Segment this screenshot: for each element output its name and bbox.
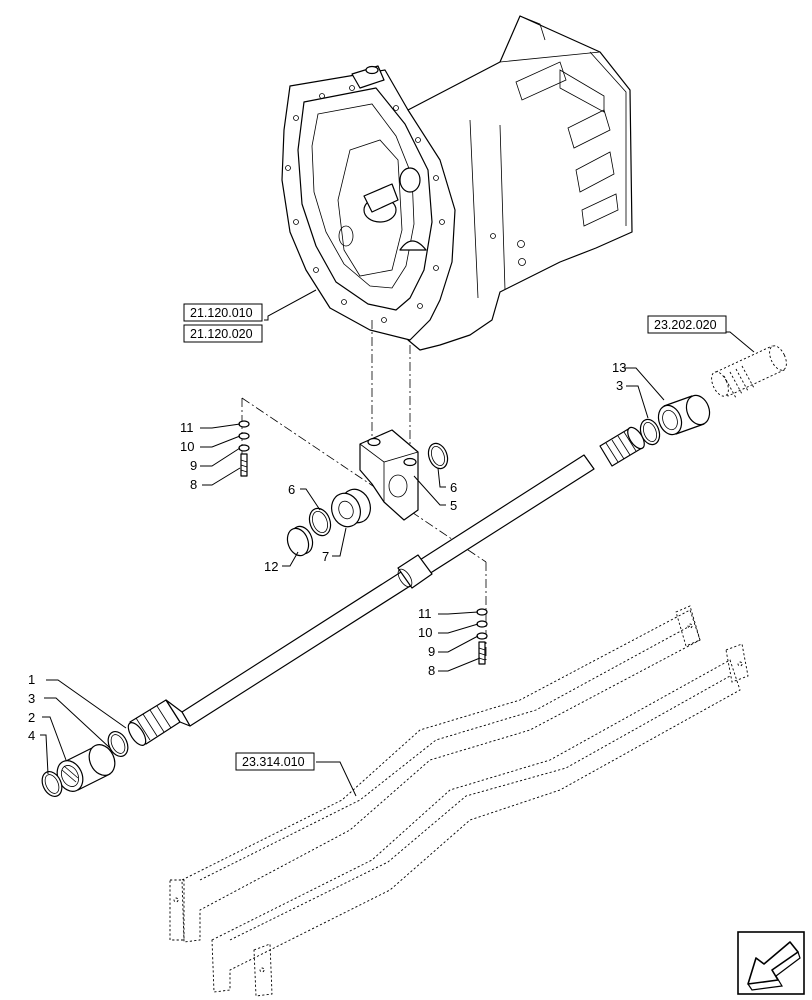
arrow-icon[interactable]	[737, 931, 805, 995]
ref-text-21-120-010: 21.120.010	[190, 306, 253, 320]
callout-3-right: 3	[616, 378, 623, 393]
callout-6-right: 6	[450, 480, 457, 495]
phantom-frame	[169, 605, 749, 997]
support-bracket	[359, 429, 419, 521]
callout-11-lower: 11	[418, 606, 432, 621]
phantom-shaft	[711, 345, 787, 399]
callout-1: 1	[28, 672, 35, 687]
leader-lines	[40, 289, 755, 797]
ref-box-23-202-020[interactable]: 23.202.020	[647, 315, 727, 334]
right-bearing	[639, 394, 711, 446]
callout-11-upper: 11	[180, 420, 194, 435]
callout-6-left: 6	[288, 482, 295, 497]
ref-text-21-120-020: 21.120.020	[190, 327, 253, 341]
callout-2: 2	[28, 710, 35, 725]
callout-9-upper: 9	[190, 458, 197, 473]
callout-7: 7	[322, 549, 329, 564]
callout-10-upper: 10	[180, 439, 194, 454]
callout-10-lower: 10	[418, 625, 432, 640]
callout-8-upper: 8	[190, 477, 197, 492]
callout-12: 12	[264, 559, 278, 574]
callout-3-left: 3	[28, 691, 35, 706]
callout-8-lower: 8	[428, 663, 435, 678]
ref-text-23-314-010: 23.314.010	[242, 755, 305, 769]
transmission-housing	[281, 15, 633, 351]
ref-box-21-120-020[interactable]: 21.120.020	[183, 324, 263, 343]
fasteners-lower	[476, 608, 488, 665]
callout-9-lower: 9	[428, 644, 435, 659]
callout-13: 13	[612, 360, 626, 375]
left-bearing	[41, 731, 129, 797]
callout-4: 4	[28, 728, 35, 743]
fasteners-upper	[238, 420, 250, 477]
ref-box-23-314-010[interactable]: 23.314.010	[235, 752, 315, 771]
callouts: 1 3 2 4 11 10 9 8 11 10 9 8 6 12 7 6 5 1…	[28, 360, 626, 743]
ref-text-23-202-020: 23.202.020	[654, 318, 717, 332]
bearing-assembly	[286, 442, 449, 557]
axle-shaft	[127, 426, 645, 746]
ref-box-21-120-010[interactable]: 21.120.010	[183, 303, 263, 322]
callout-5: 5	[450, 498, 457, 513]
